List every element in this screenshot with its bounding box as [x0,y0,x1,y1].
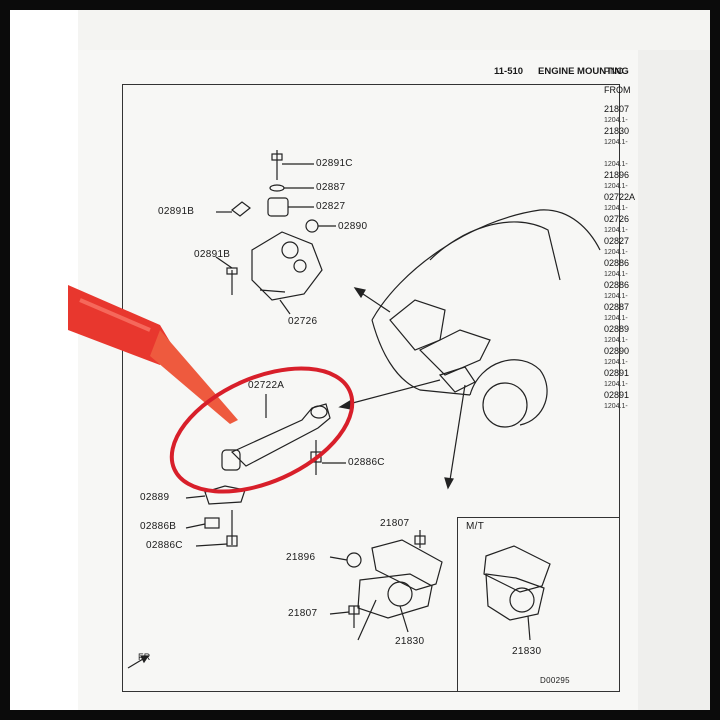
table-row: 21896 [604,170,630,180]
parts-table-column [638,50,710,710]
label-02891c: 02891C [316,158,353,169]
label-02891b-upper: 02891B [158,206,195,217]
table-row-sub: 1204.1- [604,293,628,300]
washer-02887 [269,184,285,192]
pointer-line [344,379,441,406]
leader-line [357,599,377,641]
bracket-02889 [204,485,246,505]
label-fr: FR [138,652,151,662]
label-02889: 02889 [140,492,170,503]
leader-line [329,611,350,615]
torque-rod-02722a [230,403,331,467]
label-02886b: 02886B [140,521,177,532]
label-21830: 21830 [395,636,425,647]
table-row: 21807 [604,104,630,114]
car-front-bumper [371,319,471,396]
section-title: ENGINE MOUNTING [538,66,629,77]
mount-bracket-02726 [251,231,323,301]
label-mt: M/T [466,521,485,532]
table-row-sub: 1204.1- [604,271,628,278]
leader-line [527,615,531,641]
table-row: 02890 [604,346,630,356]
table-row-sub: 1204.1- [604,117,628,124]
label-21807-top: 21807 [380,518,410,529]
bolt-02891b-upper [231,201,251,217]
table-header-pnc: PNC [604,66,624,76]
table-row: 02726 [604,214,630,224]
label-21830-mt: 21830 [512,646,542,657]
pnc-table: PNC FROM 21807 1204.1- 21830 1204.1- 120… [604,66,648,412]
diagram-frame [122,84,620,692]
leader-line [399,605,409,633]
label-02886c-upper: 02886C [348,457,385,468]
table-row-sub: 1204.1- [604,381,628,388]
leader-line [279,299,291,315]
pointer-line [359,291,391,313]
red-pen-tip [150,330,238,424]
table-row-sub: 1204.1- [604,337,628,344]
table-row: 02887 [604,302,630,312]
highlight-circle [169,366,355,494]
bolt-head [271,153,283,161]
car-wheel-arch [469,359,548,426]
label-02886c-lower: 02886C [146,540,183,551]
table-row-sub: 1204.1- [604,403,628,410]
table-row-sub: 1204.1- [604,359,628,366]
label-02722a: 02722A [248,380,285,391]
table-row-sub: 1204.1- [604,315,628,322]
red-pen-highlight [79,298,151,332]
table-row-sub: 1204.1- [604,205,628,212]
table-row: 02886 [604,280,630,290]
table-row: 02827 [604,236,630,246]
nut-02827 [267,197,289,217]
table-row: 02891 [604,368,630,378]
pointer-line [449,384,466,481]
rear-mount-sketch [438,366,476,393]
table-row-sub: 1204.1- [604,161,628,168]
table-row: 02886 [604,258,630,268]
mount-bracket-21807 [371,539,443,591]
car-hood-line [371,209,601,321]
leader-line [185,495,206,499]
table-row: 02891 [604,390,630,400]
mount-21830 [357,573,433,619]
label-02827: 02827 [316,201,346,212]
engine-block-sketch [389,299,446,351]
table-row-sub: 1204.1- [604,139,628,146]
leader-line [329,556,348,561]
label-02887: 02887 [316,182,346,193]
left-margin [10,10,78,710]
car-windshield [429,221,561,281]
label-02891b-lower: 02891B [194,249,231,260]
table-row-sub: 1204.1- [604,227,628,234]
table-row: 02722A [604,192,636,202]
photo [10,10,710,710]
table-row: 02889 [604,324,630,334]
mt-inset-box [457,517,620,692]
table-header-from: FROM [604,85,631,95]
leader-line [185,523,206,529]
label-21896: 21896 [286,552,316,563]
table-row-sub: 1204.1- [604,249,628,256]
table-row: 21830 [604,126,630,136]
label-02890: 02890 [338,221,368,232]
nut-02890 [305,219,319,233]
leader-line [195,543,228,547]
nut-21896 [346,552,362,568]
page-number: 11-510 [494,66,524,77]
table-row-sub: 1204.1- [604,183,628,190]
diagram-code: D00295 [540,676,570,685]
leader-line [215,256,233,269]
label-02726: 02726 [288,316,318,327]
mt-mount-bracket [483,545,551,593]
nut-02886b [204,517,220,529]
label-21807-lower: 21807 [288,608,318,619]
